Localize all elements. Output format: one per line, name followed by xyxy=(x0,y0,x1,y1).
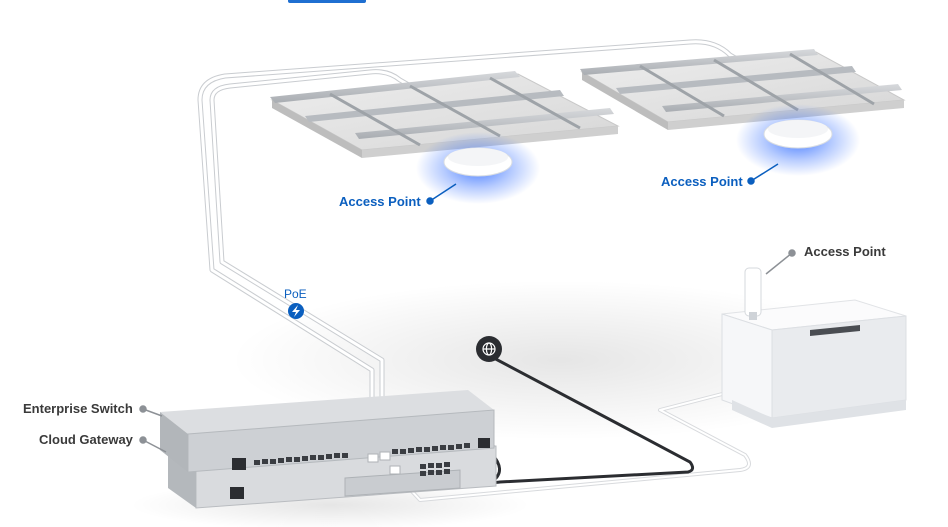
poe-badge xyxy=(288,303,304,319)
access-point-center-label: Access Point xyxy=(661,174,743,189)
leader-dot xyxy=(748,178,754,184)
access-point-right-device xyxy=(736,104,860,176)
enterprise-switch-label: Enterprise Switch xyxy=(23,401,133,416)
antenna-access-point xyxy=(745,268,761,320)
access-point-left-device xyxy=(416,132,540,204)
poe-label: PoE xyxy=(284,287,307,301)
cloud-gateway-label: Cloud Gateway xyxy=(39,432,133,447)
access-point-left-label: Access Point xyxy=(339,194,421,209)
internet-badge xyxy=(476,336,502,362)
leader-dot xyxy=(427,198,433,204)
ap-right-leader xyxy=(766,250,795,274)
leader-dot xyxy=(789,250,795,256)
access-point-right-label: Access Point xyxy=(804,244,886,259)
ceiling-panel-right xyxy=(580,49,904,130)
